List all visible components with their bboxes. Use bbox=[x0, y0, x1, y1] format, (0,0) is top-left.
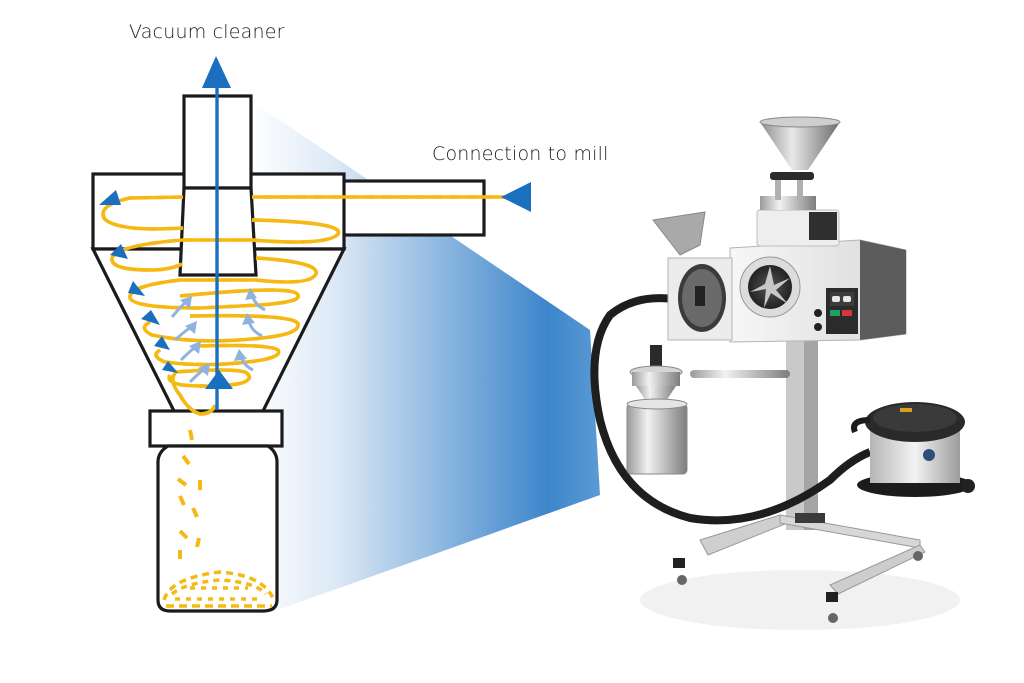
spiral-arrowhead-5 bbox=[154, 336, 170, 350]
vacuum-cleaner bbox=[851, 402, 975, 497]
spiral-arrowhead-2 bbox=[110, 244, 128, 259]
inlet-arrowhead bbox=[501, 182, 531, 212]
collar bbox=[148, 409, 284, 448]
spiral-arrowhead-6 bbox=[162, 361, 178, 373]
vibratory-feeder bbox=[756, 172, 840, 247]
stand bbox=[673, 330, 926, 623]
sample-particles bbox=[162, 429, 275, 608]
updraft-arrowhead bbox=[205, 370, 233, 389]
spiral-airflow bbox=[101, 195, 529, 416]
spiral-arrowhead-3 bbox=[128, 281, 145, 296]
connection-to-mill-label: Connection to mill bbox=[432, 143, 609, 165]
updraft-curls bbox=[170, 288, 266, 384]
mill-housing bbox=[667, 239, 907, 343]
spiral-arrowhead-1 bbox=[99, 190, 121, 205]
spiral-arrowhead-4 bbox=[141, 310, 160, 325]
collection-vessel bbox=[156, 444, 279, 613]
inlet-pipe bbox=[338, 179, 486, 237]
cyclone-schematic bbox=[90, 56, 531, 613]
feed-funnel bbox=[760, 122, 840, 170]
hopper bbox=[652, 211, 706, 256]
outlet-arrowhead bbox=[202, 56, 231, 88]
hose bbox=[590, 294, 872, 525]
cyclone-unit bbox=[626, 345, 688, 475]
vacuum-cleaner-label: Vacuum cleaner bbox=[129, 21, 285, 43]
mill-photo bbox=[590, 116, 975, 630]
